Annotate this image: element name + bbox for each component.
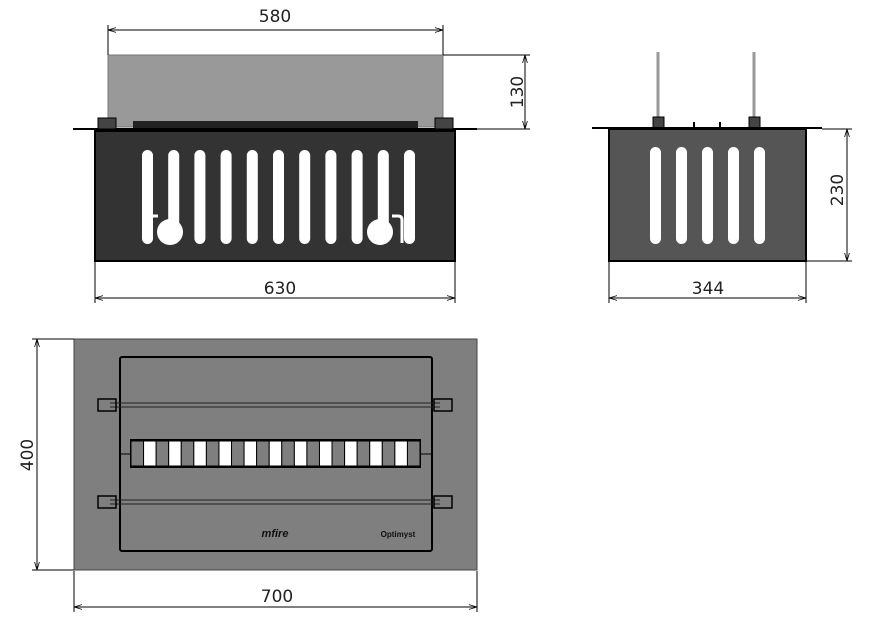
burner-strip	[133, 121, 418, 128]
vent-slot	[142, 150, 153, 244]
burner-cell	[231, 440, 245, 467]
optimyst-logo: Optimyst	[381, 530, 416, 539]
dimension-344: 344	[692, 279, 724, 299]
burner-cell	[344, 440, 358, 467]
burner-cell	[218, 440, 233, 467]
vent-slot	[351, 150, 363, 244]
lower-rail	[110, 499, 440, 505]
burner-cell	[243, 440, 258, 467]
inner-frame	[119, 356, 433, 552]
upper-rail	[110, 402, 440, 408]
mfire-logo: mfire	[262, 528, 289, 540]
vent-slot	[325, 150, 337, 244]
side-view: 230 344	[592, 52, 852, 303]
dimension-580: 580	[259, 7, 291, 27]
burner-cells	[130, 440, 421, 467]
vent-slot	[702, 147, 713, 244]
vent-slot	[650, 147, 661, 244]
vent-slot	[676, 147, 687, 244]
clip-bracket	[433, 495, 453, 509]
burner-cell	[180, 440, 195, 467]
burner-cell	[293, 440, 308, 467]
vent-slot	[754, 147, 765, 244]
clip-bracket	[433, 398, 453, 412]
burner-cell	[143, 440, 157, 467]
vent-slot	[299, 150, 311, 244]
right-handle-hole	[367, 219, 393, 245]
burner-cell	[155, 440, 170, 467]
side-slots	[650, 147, 765, 244]
clip-bracket	[97, 495, 117, 509]
burner-cell	[306, 440, 320, 467]
clips	[97, 398, 453, 509]
burner-cell	[281, 440, 295, 467]
vent-slot	[194, 150, 206, 244]
front-view: 580 130 630	[73, 7, 530, 303]
dimension-700: 700	[261, 587, 293, 607]
glass-panel	[107, 54, 444, 128]
burner-cell	[381, 440, 396, 467]
vent-slot	[220, 150, 232, 244]
dimension-130: 130	[508, 76, 528, 108]
burner-cell	[406, 440, 421, 467]
burner-cell	[356, 440, 371, 467]
vent-slot	[246, 150, 258, 244]
left-handle-hole	[157, 219, 183, 245]
left-tab	[97, 117, 117, 130]
dimension-400: 400	[18, 439, 38, 471]
burner-cell	[205, 440, 220, 467]
left-hook	[146, 214, 158, 243]
vent-slot	[728, 147, 739, 244]
burner-cell	[331, 440, 346, 467]
right-hook	[392, 214, 404, 243]
vent-slot	[404, 150, 415, 244]
burner-cell	[394, 440, 408, 467]
clip-bracket	[97, 398, 117, 412]
burner-cell	[256, 440, 270, 467]
burner-cell	[130, 440, 145, 467]
burner-cell	[268, 440, 283, 467]
burner-cell	[318, 440, 333, 467]
right-tab	[434, 117, 454, 130]
dimension-630: 630	[264, 279, 296, 299]
burner-cell	[168, 440, 182, 467]
dimension-230: 230	[828, 174, 848, 206]
burner-cell	[193, 440, 207, 467]
top-view: mfire Optimyst 400 700	[18, 338, 478, 612]
vent-slot	[273, 150, 284, 244]
burner-cell	[369, 440, 383, 467]
